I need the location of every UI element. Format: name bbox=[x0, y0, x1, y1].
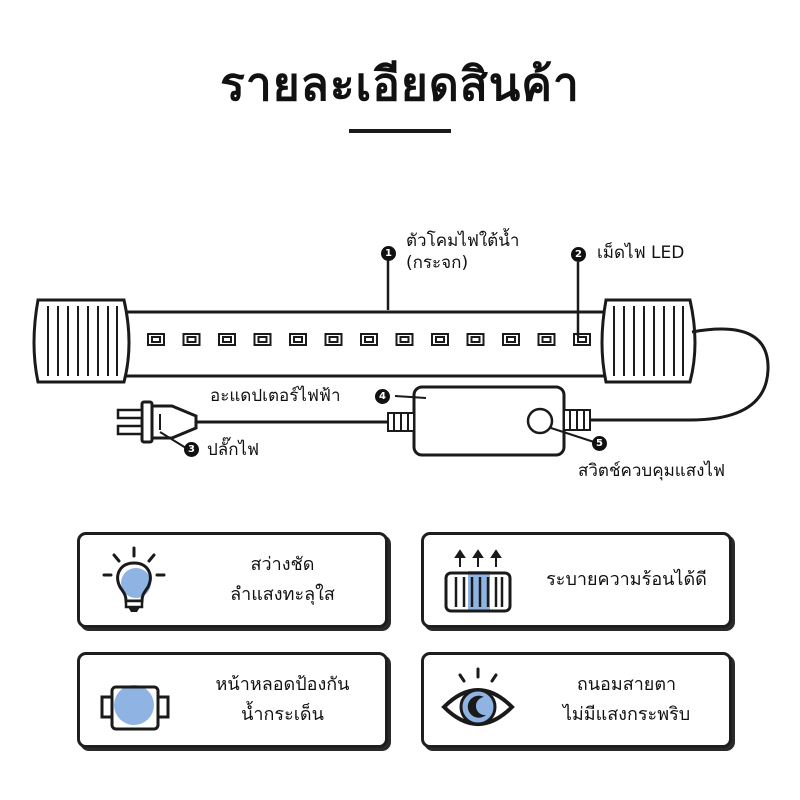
callout-1-line1: ตัวโคมไฟใต้น้ำ bbox=[406, 231, 520, 251]
light-bulb-icon bbox=[102, 546, 166, 612]
led-chip-inner bbox=[328, 336, 339, 343]
feature-line1: ระบายความร้อนได้ดี bbox=[546, 569, 707, 590]
callout-5-leader bbox=[550, 427, 595, 443]
feature-card-heat-dissipation: ระบายความร้อนได้ดี bbox=[421, 532, 732, 628]
feature-card-eye-care: ถนอมสายตา ไม่มีแสงกระพริบ bbox=[421, 652, 732, 748]
callout-5-badge: 5 bbox=[592, 436, 607, 451]
feature-line2: น้ำกระเด็น bbox=[241, 704, 324, 725]
lamp-cover-icon bbox=[100, 685, 170, 731]
callout-3-badge: 3 bbox=[184, 442, 199, 457]
power-cable bbox=[590, 327, 770, 422]
led-chip-inner bbox=[257, 336, 268, 343]
feature-line1: สว่างชัด bbox=[250, 554, 315, 575]
callout-1-label: ตัวโคมไฟใต้น้ำ (กระจก) bbox=[406, 230, 519, 274]
feature-line2: ลำแสงทะลุใส bbox=[230, 584, 335, 605]
led-row bbox=[147, 333, 591, 346]
feature-line1: หน้าหลอดป้องกัน bbox=[215, 674, 350, 695]
callout-3-leader bbox=[159, 431, 187, 449]
callout-2-label: เม็ดไฟ LED bbox=[597, 243, 685, 263]
page-title: รายละเอียดสินค้า bbox=[220, 57, 580, 111]
feature-line2: ไม่มีแสงกระพริบ bbox=[562, 704, 691, 725]
led-chip-inner bbox=[506, 336, 516, 343]
power-plug bbox=[116, 400, 198, 444]
callout-4-badge: 4 bbox=[375, 389, 390, 404]
light-switch-button bbox=[526, 407, 554, 435]
led-chip-inner bbox=[293, 336, 303, 343]
led-chip-inner bbox=[541, 336, 552, 343]
feature-text: สว่างชัด ลำแสงทะลุใส bbox=[180, 535, 385, 625]
led-chip-inner bbox=[399, 336, 410, 343]
eye-icon bbox=[441, 667, 515, 726]
power-adapter bbox=[387, 385, 591, 457]
led-chip-inner bbox=[435, 336, 445, 343]
led-chip-inner bbox=[151, 336, 161, 343]
callout-3-label: ปลั๊กไฟ bbox=[207, 440, 260, 460]
led-chip-inner bbox=[577, 336, 587, 343]
callout-4-leader bbox=[394, 395, 427, 399]
led-chip-inner bbox=[222, 336, 232, 343]
feature-card-splash-guard: หน้าหลอดป้องกัน น้ำกระเด็น bbox=[77, 652, 388, 748]
callout-2-badge: 2 bbox=[571, 247, 586, 262]
feature-card-brightness: สว่างชัด ลำแสงทะลุใส bbox=[77, 532, 388, 628]
right-end-cap bbox=[600, 298, 697, 384]
feature-text: ระบายความร้อนได้ดี bbox=[524, 535, 729, 625]
callout-1-line2: (กระจก) bbox=[406, 253, 469, 273]
led-chip-inner bbox=[470, 336, 481, 343]
feature-line1: ถนอมสายตา bbox=[576, 674, 677, 695]
callout-1-badge: 1 bbox=[381, 246, 396, 261]
left-end-cap bbox=[32, 298, 131, 384]
product-diagram: 1 ตัวโคมไฟใต้น้ำ (กระจก) 2 เม็ดไฟ LED 3 … bbox=[0, 220, 800, 490]
aquarium-lamp-illustration bbox=[32, 256, 770, 457]
title-divider bbox=[349, 129, 451, 133]
callout-5-label: สวิตช์ควบคุมแสงไฟ bbox=[578, 461, 726, 481]
heat-vent-icon bbox=[444, 549, 512, 613]
callout-4-label: อะแดปเตอร์ไฟฟ้า bbox=[210, 386, 341, 406]
feature-text: หน้าหลอดป้องกัน น้ำกระเด็น bbox=[180, 655, 385, 745]
feature-text: ถนอมสายตา ไม่มีแสงกระพริบ bbox=[524, 655, 729, 745]
led-chip-inner bbox=[364, 336, 374, 343]
led-chip-inner bbox=[186, 336, 197, 343]
